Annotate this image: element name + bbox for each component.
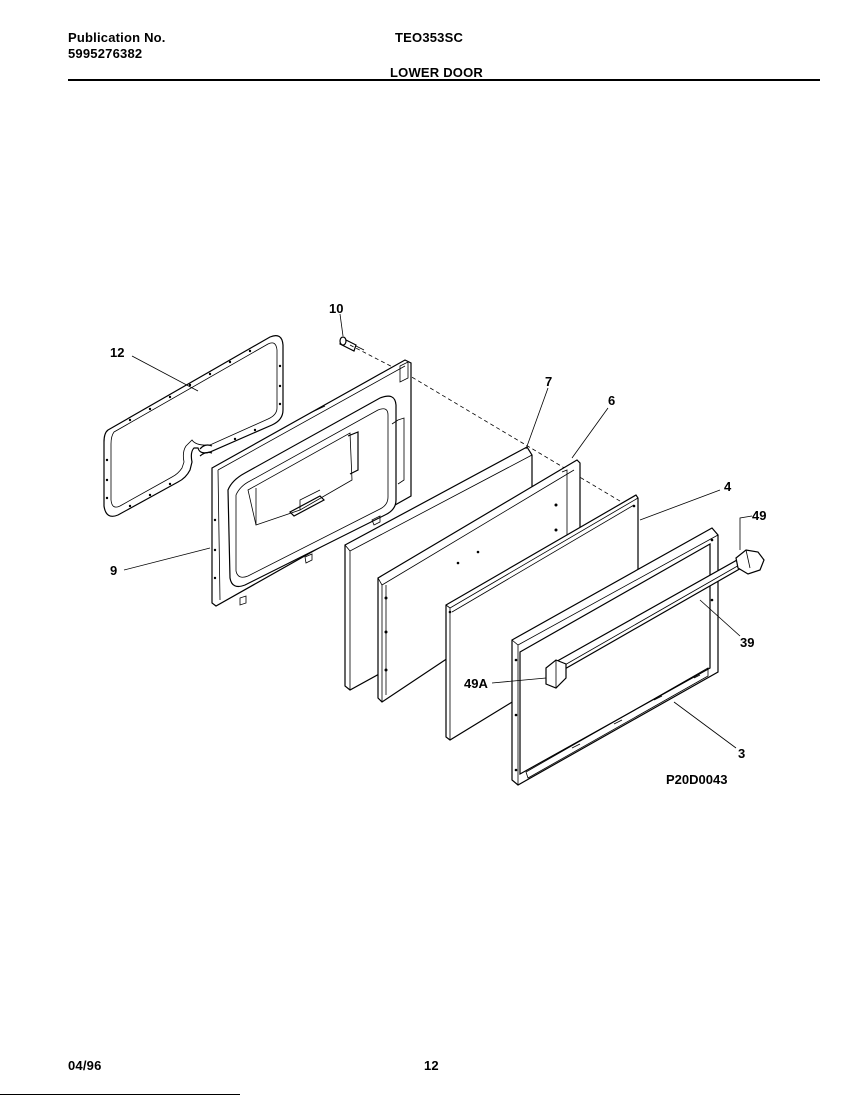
figure-code: P20D0043 [666,772,727,787]
part-4-glass-panel [445,494,639,741]
publication-label: Publication No. [68,30,166,45]
leader-lines [123,313,753,749]
footer-date: 04/96 [68,1058,102,1073]
part-9-inner-door-frame [211,359,412,607]
part-49A-handle-end-cap [545,659,567,689]
callout-3: 3 [738,746,745,761]
part-49-handle-end-cap [735,549,765,575]
section-title: LOWER DOOR [390,65,483,80]
part-12-gasket [103,335,284,517]
callout-12: 12 [110,345,124,360]
publication-number: 5995276382 [68,46,143,61]
callout-9: 9 [110,563,117,578]
part-10-screw [339,336,365,352]
page-number: 12 [424,1058,439,1073]
callout-10: 10 [329,301,343,316]
alignment-line [349,344,636,511]
callout-49: 49 [752,508,766,523]
callout-39: 39 [740,635,754,650]
callout-49A: 49A [464,676,488,691]
callout-4: 4 [724,479,732,494]
header-rule [68,79,820,81]
footer-rule [0,1094,240,1095]
model-number: TEO353SC [395,30,464,45]
callout-7: 7 [545,374,552,389]
callout-6: 6 [608,393,615,408]
